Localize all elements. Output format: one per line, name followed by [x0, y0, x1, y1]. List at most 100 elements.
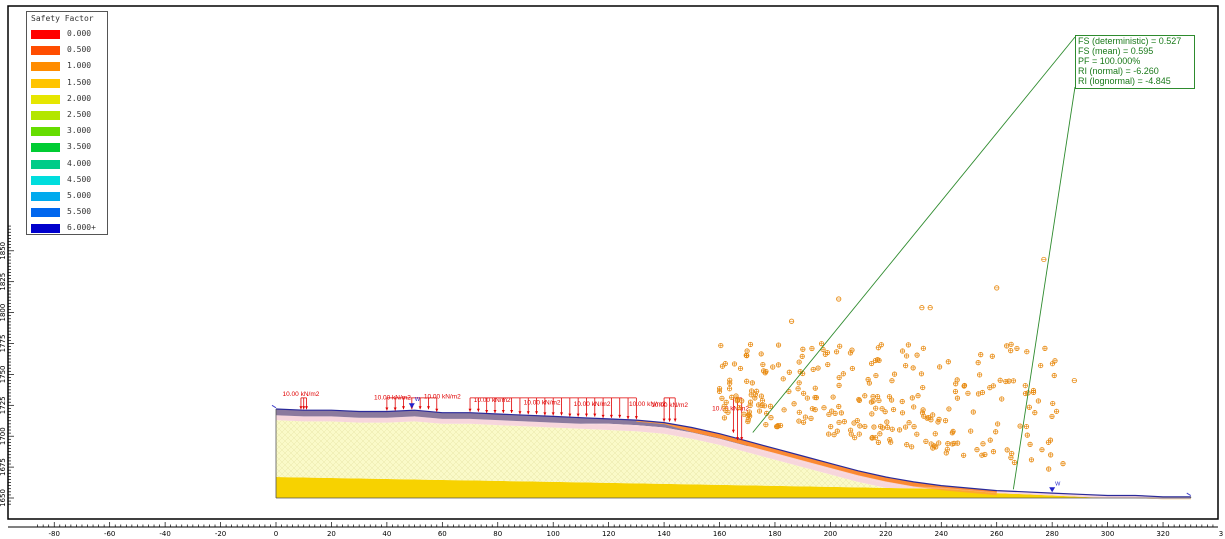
- slip-surface: [636, 420, 997, 493]
- result-fs-deterministic: FS (deterministic) = 0.527: [1078, 36, 1182, 46]
- slip-surface: [636, 420, 997, 493]
- legend-entry: 2.000: [31, 94, 105, 104]
- legend-label: 5.500: [67, 207, 92, 217]
- legend-label: 4.000: [67, 158, 92, 168]
- water-label: W: [1055, 481, 1061, 487]
- x-tick-label: 300: [1101, 530, 1114, 538]
- load-arrowhead: [501, 409, 505, 413]
- load-arrowhead: [510, 409, 514, 413]
- load-arrowhead: [626, 416, 630, 420]
- legend-swatch: [31, 143, 60, 153]
- result-ri-normal: RI (normal) = -6.260: [1078, 66, 1159, 76]
- load-arrowhead: [402, 406, 406, 410]
- y-tick-label: 1775: [0, 335, 7, 353]
- x-tick-label: 180: [768, 530, 781, 538]
- x-tick-label-cut: 3: [1219, 530, 1223, 538]
- legend-swatch: [31, 62, 60, 72]
- x-tick-label: -40: [159, 530, 170, 538]
- load-arrowhead: [673, 418, 677, 422]
- load-label: 10.00 kN/m2: [712, 406, 749, 413]
- legend-swatch: [31, 94, 60, 104]
- load-arrowhead: [476, 408, 480, 412]
- legend-swatch: [31, 224, 60, 234]
- load-arrowhead: [393, 407, 397, 411]
- y-tick-label: 1750: [0, 365, 7, 383]
- legend-entry: 1.500: [31, 78, 105, 88]
- legend-label: 6.000+: [67, 223, 96, 233]
- load-arrowhead: [618, 414, 622, 418]
- water-marker: [408, 403, 415, 409]
- load-arrowhead: [609, 414, 613, 418]
- y-tick-label: 1650: [0, 489, 7, 507]
- x-tick-label: -80: [49, 530, 60, 538]
- legend-label: 1.500: [67, 77, 92, 87]
- result-fs-mean: FS (mean) = 0.595: [1078, 46, 1154, 56]
- y-tick-label: 1850: [0, 242, 7, 260]
- load-arrowhead: [418, 406, 422, 410]
- legend-entry: 5.500: [31, 207, 105, 218]
- legend-swatch: [31, 127, 60, 137]
- slip-surface: [636, 420, 997, 494]
- y-tick-label: 1725: [0, 396, 7, 414]
- load-label: 10.00 kN/m2: [629, 401, 666, 408]
- load-arrowhead: [518, 411, 522, 415]
- legend-entry: 1.000: [31, 61, 105, 72]
- load-arrowhead: [543, 412, 547, 416]
- load-label: 10.00 kN/m2: [474, 397, 511, 404]
- x-tick-label: 320: [1156, 530, 1169, 538]
- load-arrowhead: [634, 416, 638, 420]
- load-arrowhead: [668, 418, 672, 422]
- load-arrowhead: [662, 418, 666, 422]
- slip-surface: [636, 421, 997, 496]
- legend-label: 0.000: [67, 29, 92, 38]
- results-box: FS (deterministic) = 0.527 FS (mean) = 0…: [1075, 35, 1195, 89]
- x-tick-label: 200: [824, 530, 837, 538]
- legend-swatch: [31, 30, 60, 39]
- legend-label: 1.000: [67, 61, 92, 71]
- legend-swatch: [31, 192, 60, 201]
- bedrock-layer: [276, 477, 1191, 500]
- legend-entry: 3.000: [31, 126, 105, 137]
- slip-surface: [636, 421, 997, 495]
- slip-surface: [636, 420, 997, 493]
- load-arrowhead: [584, 413, 588, 417]
- load-label: 10.00 kN/m2: [574, 401, 611, 408]
- load-arrowhead: [568, 413, 572, 417]
- x-tick-label: 240: [935, 530, 948, 538]
- slip-surface: [636, 420, 997, 492]
- load-label: 10.00 kN/m2: [651, 402, 688, 409]
- x-tick-label: 0: [274, 530, 278, 538]
- x-tick-label: 60: [438, 530, 447, 538]
- slip-surface: [636, 421, 997, 495]
- slip-surface: [636, 420, 997, 494]
- x-tick-label: 80: [493, 530, 502, 538]
- legend-swatch: [31, 111, 60, 120]
- load-arrowhead: [601, 414, 605, 418]
- critical-radius-right: [1012, 86, 1076, 490]
- legend-entry: 5.000: [31, 191, 105, 201]
- x-tick-label: -20: [215, 530, 226, 538]
- legend-swatch: [31, 175, 60, 185]
- x-tick-label: 140: [657, 530, 670, 538]
- load-label: 10.00 kN/m2: [524, 400, 561, 407]
- right-edge-marker: [1186, 492, 1192, 496]
- x-tick-label: 280: [1045, 530, 1058, 538]
- y-tick-label: 1825: [0, 273, 7, 291]
- load-arrowhead: [560, 412, 564, 416]
- legend-label: 3.000: [67, 126, 92, 136]
- legend-swatch: [31, 159, 60, 169]
- result-pf: PF = 100.000%: [1078, 56, 1141, 66]
- slip-surface: [636, 420, 997, 492]
- result-ri-lognormal: RI (lognormal) = -4.845: [1078, 76, 1171, 86]
- load-arrowhead: [593, 413, 597, 417]
- ground-surface: [275, 408, 1191, 498]
- x-tick-label: 120: [602, 530, 615, 538]
- y-tick-label: 1700: [0, 427, 7, 445]
- load-arrowhead: [535, 411, 539, 415]
- load-arrowhead: [551, 412, 555, 416]
- legend-title: Safety Factor: [31, 14, 94, 23]
- slip-surface: [636, 421, 997, 495]
